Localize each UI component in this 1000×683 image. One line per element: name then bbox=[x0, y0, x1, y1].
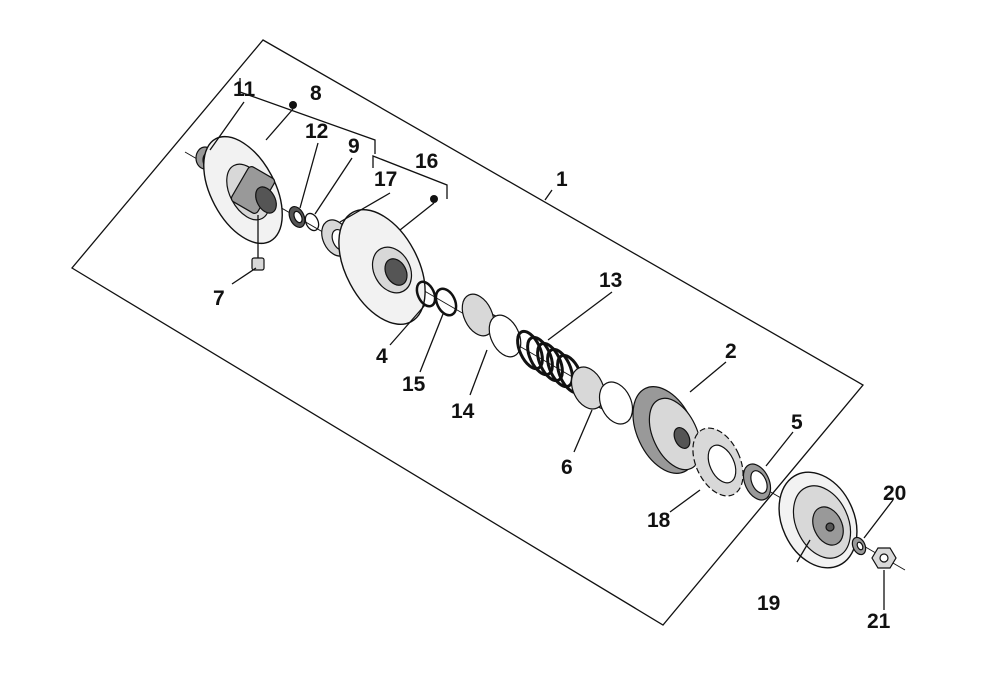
label-18: 18 bbox=[647, 509, 671, 532]
label-7: 7 bbox=[213, 287, 225, 310]
part-6-collar bbox=[570, 366, 634, 425]
marker-dot-16 bbox=[430, 195, 438, 203]
label-8: 8 bbox=[310, 82, 322, 105]
part-14-sleeve bbox=[461, 293, 522, 358]
part-12-seal bbox=[288, 206, 306, 228]
label-13: 13 bbox=[599, 269, 622, 292]
assembly-outline bbox=[71, 39, 864, 626]
part-20-washer bbox=[851, 536, 867, 556]
part-2-clutch bbox=[632, 386, 702, 474]
part-19-bell bbox=[778, 471, 858, 569]
label-17: 17 bbox=[374, 168, 397, 191]
leader-lines bbox=[209, 101, 894, 610]
label-2: 2 bbox=[725, 340, 737, 363]
label-20: 20 bbox=[883, 482, 906, 505]
part-5-washer bbox=[742, 463, 772, 501]
part-21-nut bbox=[871, 547, 897, 569]
label-4: 4 bbox=[376, 345, 388, 368]
part-18-fan bbox=[692, 427, 744, 497]
label-12: 12 bbox=[305, 120, 328, 143]
part-4-oring bbox=[415, 280, 437, 308]
bracket-16 bbox=[372, 155, 448, 199]
label-9: 9 bbox=[348, 135, 360, 158]
label-5: 5 bbox=[791, 411, 803, 434]
label-6: 6 bbox=[561, 456, 573, 479]
label-11: 11 bbox=[233, 78, 256, 101]
bracket-8 bbox=[239, 78, 376, 154]
label-21: 21 bbox=[867, 610, 891, 633]
part-8-pulley bbox=[203, 135, 283, 245]
label-14: 14 bbox=[451, 400, 475, 423]
label-16: 16 bbox=[415, 150, 438, 173]
label-19: 19 bbox=[757, 592, 780, 615]
part-9-ring bbox=[304, 212, 320, 232]
part-16-pulley bbox=[338, 209, 426, 325]
label-15: 15 bbox=[402, 373, 426, 396]
label-1: 1 bbox=[556, 168, 568, 191]
part-15-oring bbox=[434, 287, 458, 317]
part-7-pin bbox=[251, 215, 265, 271]
marker-dot-8 bbox=[289, 101, 297, 109]
